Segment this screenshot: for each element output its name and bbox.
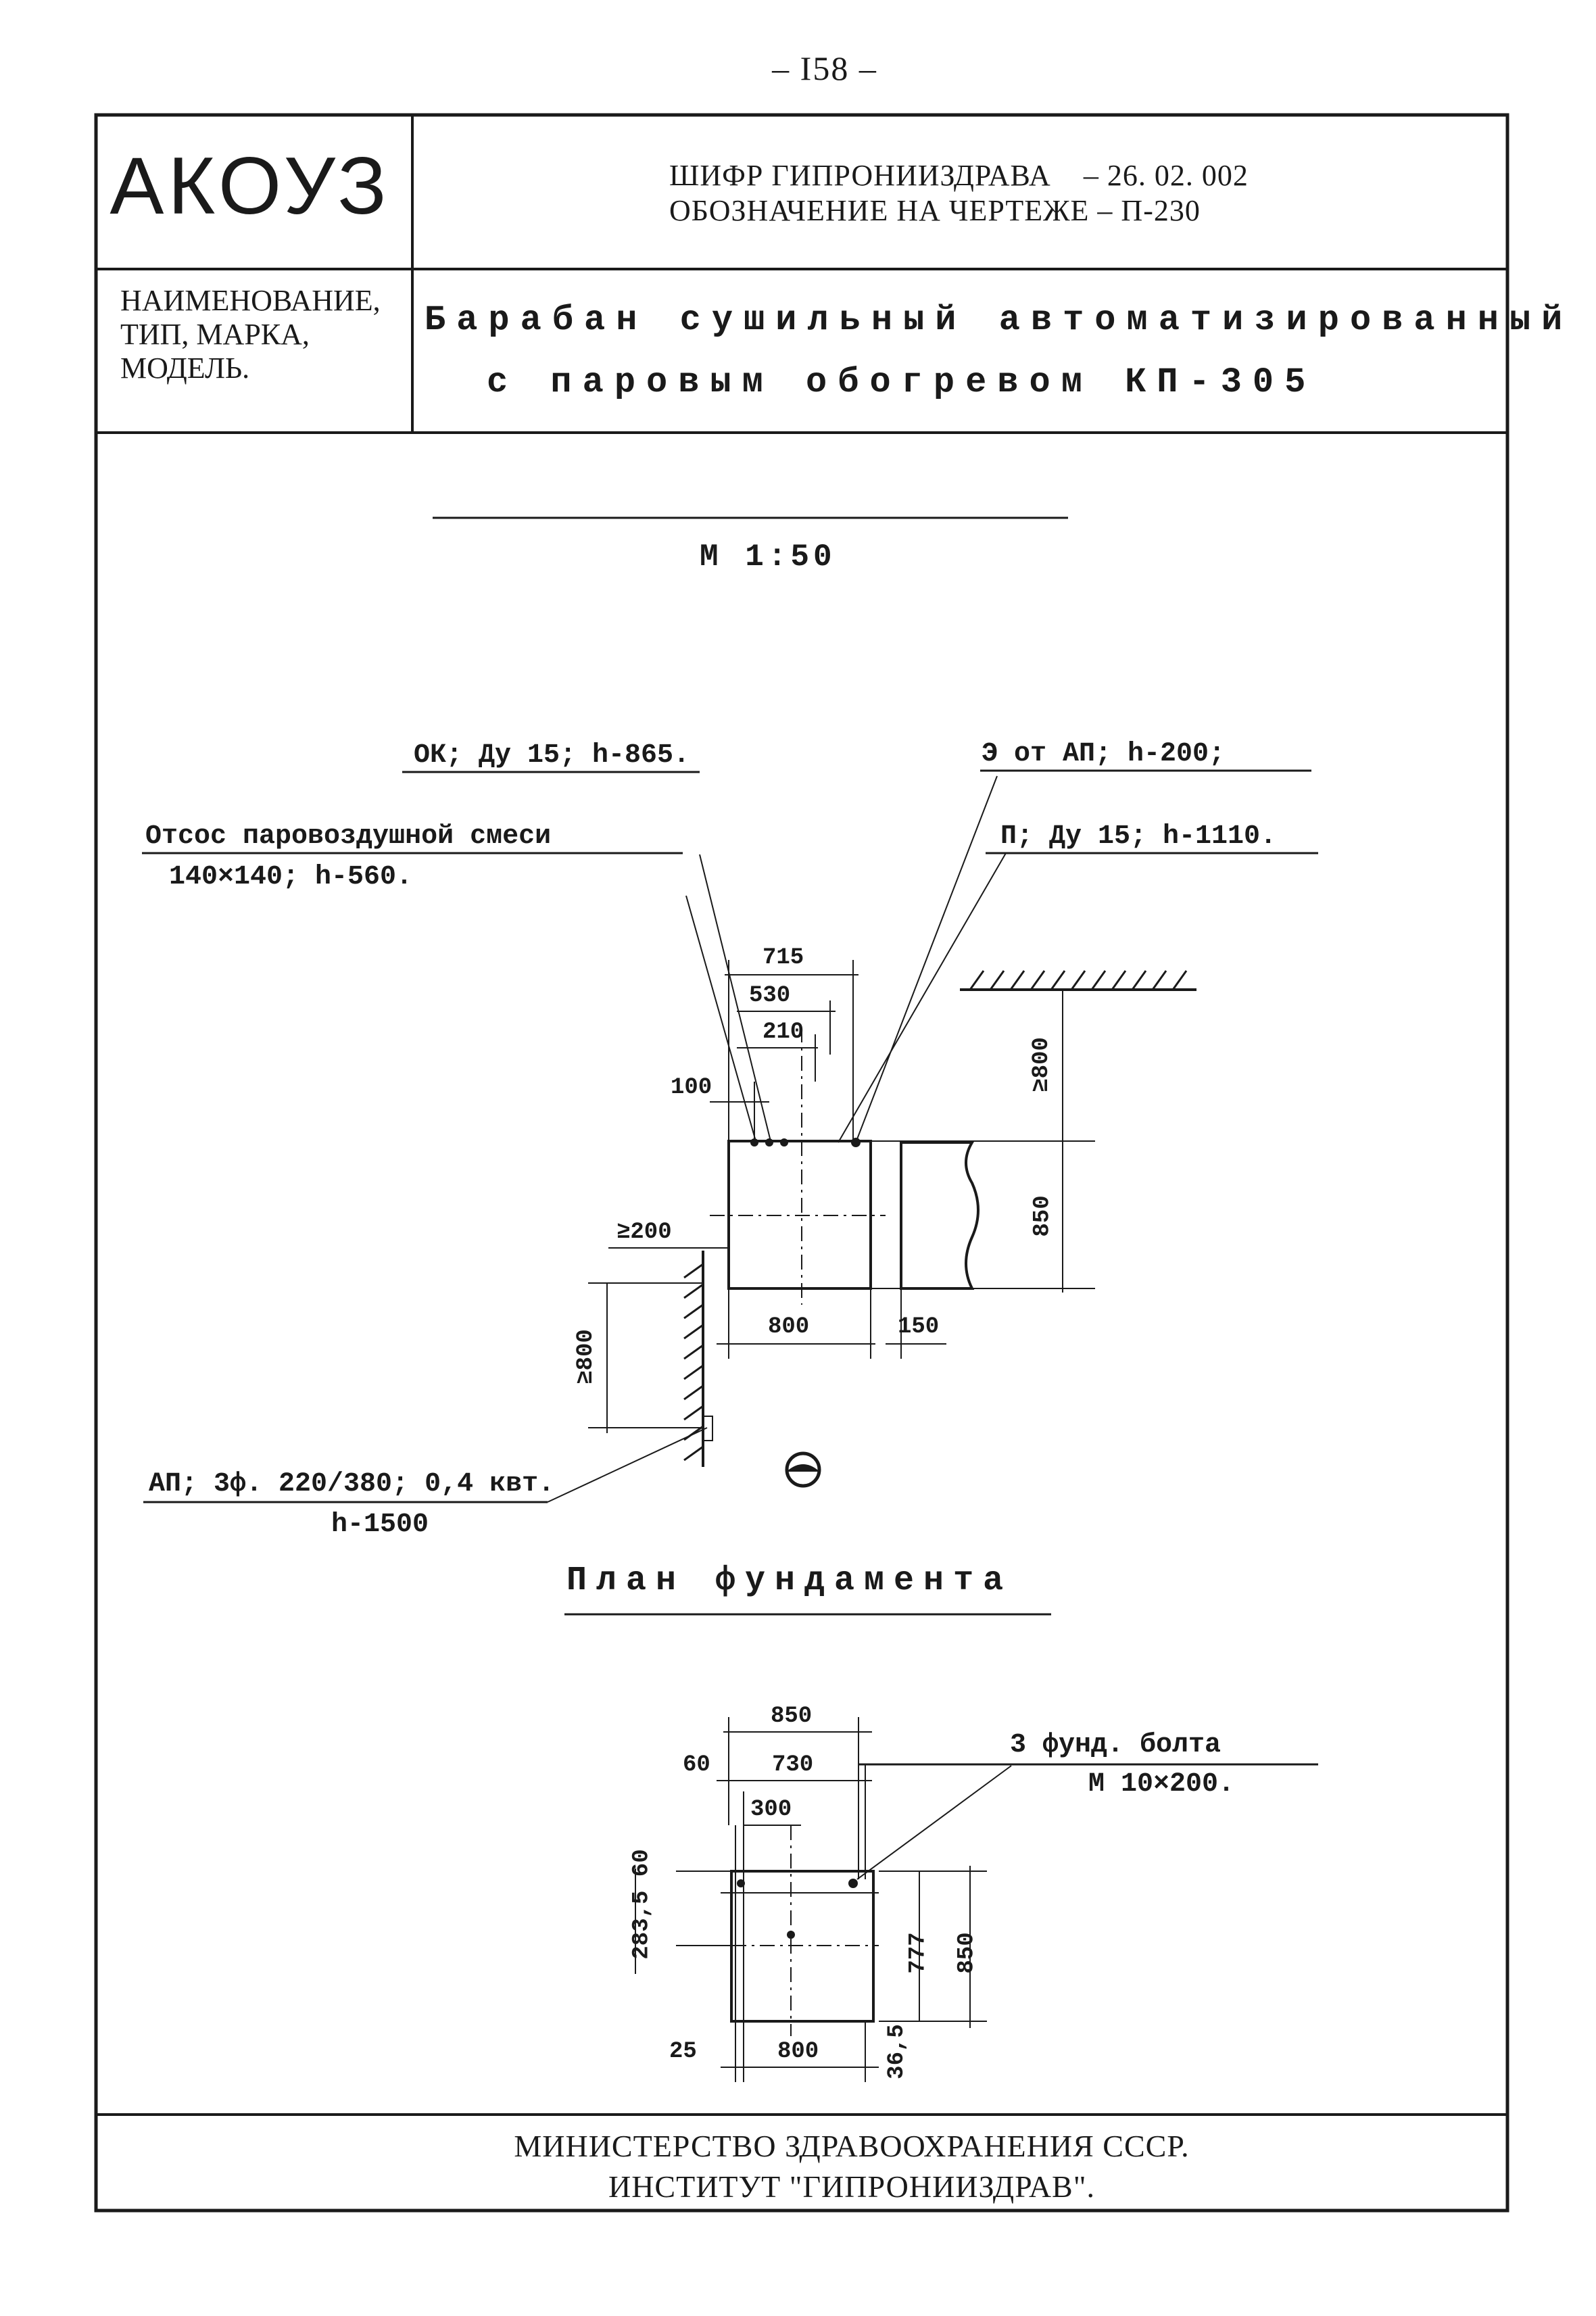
drawing-scale: М 1:50	[700, 539, 836, 575]
foundation-dim-850: 850	[771, 1704, 813, 1729]
foundation-dim-730: 730	[772, 1752, 814, 1778]
product-title-line-2: с паровым обогревом КП-305	[487, 362, 1317, 402]
dim-800-vertical-right: ≥800	[1028, 1037, 1055, 1092]
foundation-dim-777: 777	[905, 1932, 932, 1974]
cipher-line: ШИФР ГИПРОНИИЗДРАВА – 26. 02. 002	[669, 159, 1249, 192]
callout-exhaust-line-1: Отсос паровоздушной смеси	[145, 821, 552, 852]
callout-ap-line-2: h-1500	[331, 1510, 429, 1540]
callout-ok: ОК; Ду 15; h-865.	[414, 740, 690, 771]
org-logo: АКОУЗ	[110, 141, 391, 231]
adjacent-machine	[900, 1141, 980, 1290]
name-label: НАИМЕНОВАНИЕ, ТИП, МАРКА, МОДЕЛЬ.	[120, 284, 381, 385]
callout-p: П; Ду 15; h-1110.	[1000, 821, 1277, 852]
floor-drain-symbol	[785, 1451, 821, 1488]
dim-530: 530	[749, 983, 791, 1009]
callout-exhaust-line-2: 140×140; h-560.	[169, 862, 413, 892]
foundation-dim-300: 300	[750, 1797, 792, 1823]
footer-institute: ИНСТИТУТ "ГИПРОНИИЗДРАВ".	[608, 2169, 1096, 2204]
foundation-callout-line-2: М 10×200.	[1088, 1769, 1235, 1800]
product-title-line-1: Барабан сушильный автоматизированный	[425, 300, 1574, 340]
foundation-dim-800: 800	[777, 2039, 819, 2065]
dim-210: 210	[763, 1019, 804, 1045]
dim-715: 715	[763, 945, 804, 971]
dim-850-vertical: 850	[1030, 1195, 1056, 1237]
callout-e: Э от АП; h-200;	[982, 739, 1226, 769]
dim-150: 150	[898, 1314, 940, 1340]
dim-100: 100	[671, 1075, 712, 1101]
outer-frame	[94, 113, 1509, 2213]
callout-ap-line-1: АП; 3ф. 220/380; 0,4 квт.	[149, 1469, 555, 1499]
foundation-dim-25: 25	[669, 2039, 697, 2065]
name-label-line-2: ТИП, МАРКА,	[120, 318, 310, 351]
dim-200: ≥200	[616, 1220, 672, 1245]
page-number: – I58 –	[772, 49, 877, 87]
foundation-dim-850-vertical: 850	[954, 1932, 980, 1974]
foundation-dim-60: 60	[683, 1752, 710, 1778]
foundation-dim-36-5: 36,5	[884, 2024, 910, 2079]
dim-800-vertical-left: ≥800	[573, 1329, 599, 1384]
name-label-line-1: НАИМЕНОВАНИЕ,	[120, 284, 381, 317]
designation-line: ОБОЗНАЧЕНИЕ НА ЧЕРТЕЖЕ – П-230	[669, 194, 1201, 227]
footer-ministry: МИНИСТЕРСТВО ЗДРАВООХРАНЕНИЯ СССР.	[514, 2129, 1190, 2163]
foundation-dim-left: 283,5 60	[629, 1849, 655, 1960]
foundation-plan-title: План фундамента	[566, 1562, 1013, 1600]
drum-outline	[727, 1140, 872, 1290]
foundation-callout-line-1: 3 фунд. болта	[1010, 1730, 1222, 1760]
name-label-line-3: МОДЕЛЬ.	[120, 352, 250, 385]
dim-800: 800	[768, 1314, 810, 1340]
